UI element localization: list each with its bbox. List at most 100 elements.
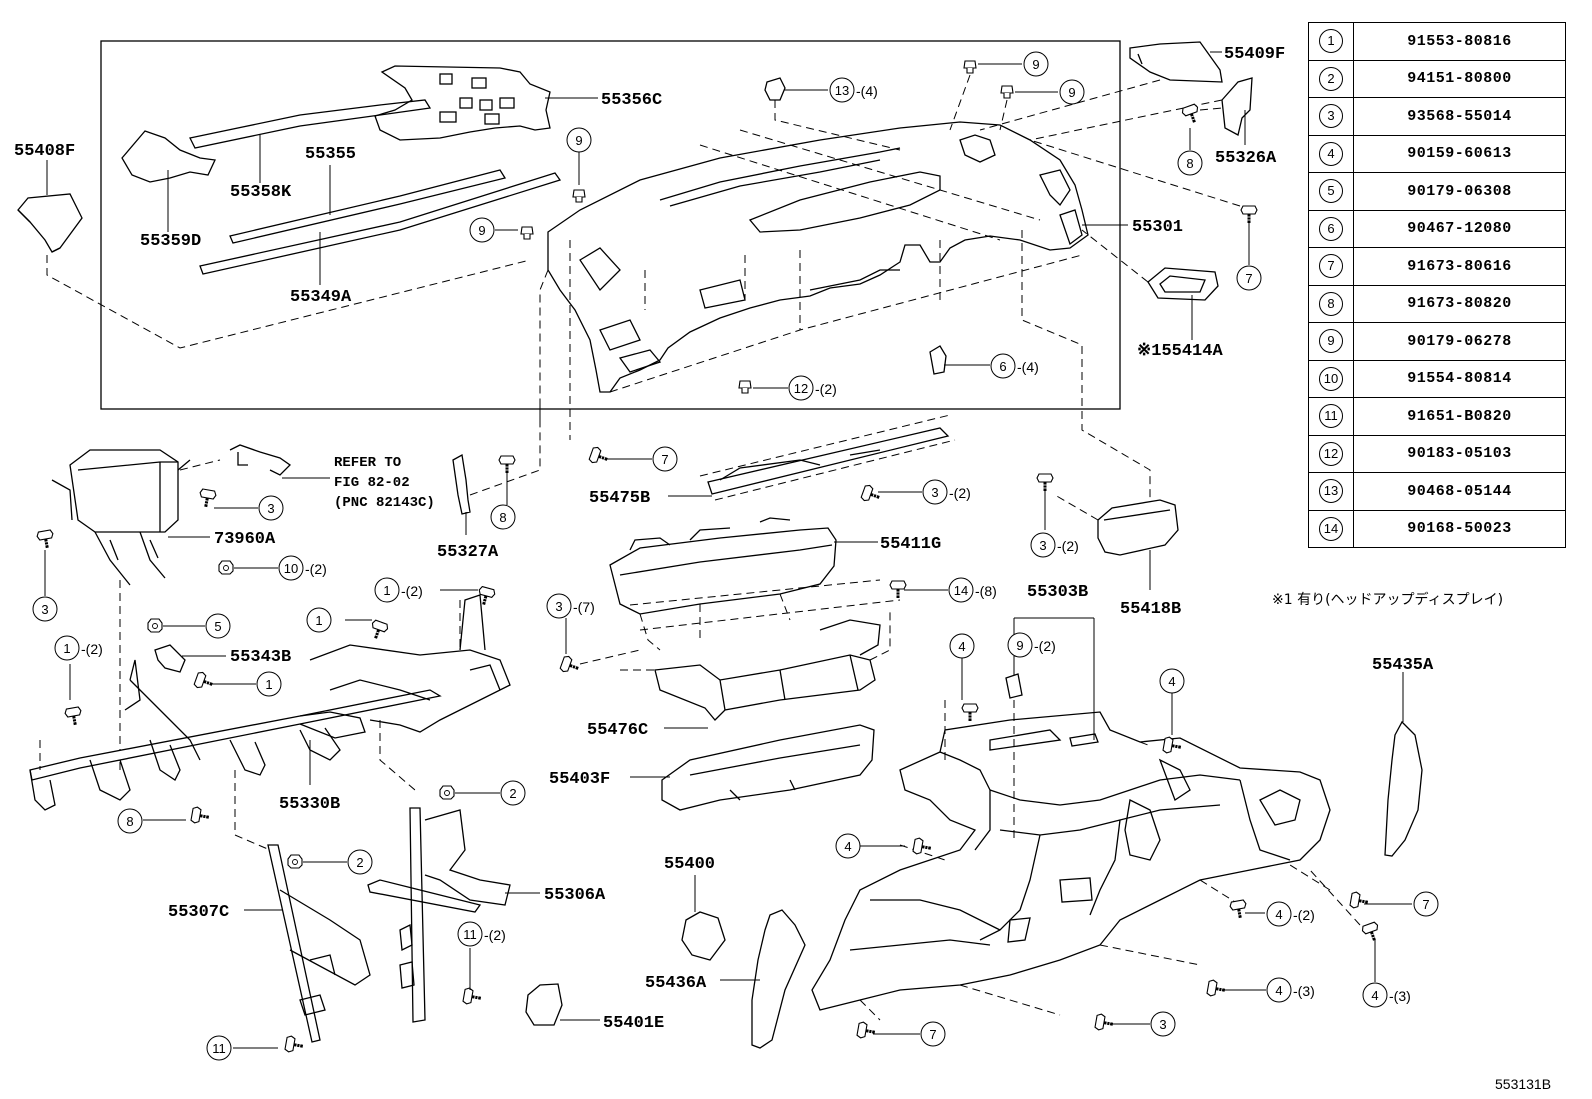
legend-number: 10 (1308, 359, 1354, 398)
part-55414A: ※155414A (1081, 229, 1223, 361)
svg-text:7: 7 (1245, 271, 1252, 286)
bolt-4-c (860, 835, 934, 858)
callout-1-b: 1 (306, 607, 332, 633)
legend-number-circle: 8 (1319, 291, 1343, 316)
legend-number: 12 (1308, 434, 1354, 473)
svg-text:-(2): -(2) (815, 381, 837, 397)
bolt-4-a (960, 658, 980, 723)
svg-text:-(8): -(8) (975, 583, 997, 599)
callout-1-c: 1 (256, 671, 282, 697)
svg-text:-(2): -(2) (305, 561, 327, 577)
label-55303B: 55303B (1027, 583, 1088, 602)
callout-3-mid: 3 -(2) (922, 479, 971, 505)
clip-6 (929, 345, 990, 375)
part-55476C: 55476C (587, 610, 891, 740)
callout-1-d: 1 -(2) (54, 635, 103, 661)
callout-9-left: 9 (469, 217, 495, 243)
part-55343B: 55343B (154, 644, 291, 673)
svg-text:-(3): -(3) (1389, 988, 1411, 1004)
callout-6: 6 -(4) (990, 353, 1039, 379)
callout-7-mid: 7 (652, 446, 678, 472)
svg-text:6: 6 (999, 359, 1006, 374)
bolt-11-a (461, 948, 484, 1008)
svg-text:8: 8 (1186, 156, 1193, 171)
bolt-4-b (1161, 693, 1184, 757)
part-55330B: 55330B (29, 594, 511, 851)
svg-text:3: 3 (555, 599, 562, 614)
figure-code: 553131B (1495, 1076, 1552, 1092)
svg-text:4: 4 (1168, 674, 1175, 689)
legend-part-number: 91553-80816 (1353, 22, 1566, 61)
refer-text-2: FIG 82-02 (334, 475, 410, 491)
legend-number: 6 (1308, 209, 1354, 248)
callout-3-airbag: 3 (258, 495, 284, 521)
svg-text:14: 14 (954, 583, 968, 598)
bolt-1-d (62, 664, 85, 728)
svg-text:9: 9 (1068, 85, 1075, 100)
part-55400: 55400 (664, 855, 726, 961)
label-55330B: 55330B (279, 795, 340, 814)
legend-part-number: 90183-05103 (1353, 434, 1566, 473)
callout-10: 10 -(2) (278, 555, 327, 581)
label-55411G: 55411G (880, 535, 941, 554)
svg-text:-(4): -(4) (1017, 359, 1039, 375)
bolt-4-e (1205, 977, 1266, 1000)
bolt-3-hud (1035, 472, 1055, 530)
hud-footnote: ※1 有り(ヘッドアップディスプレイ) (1272, 592, 1504, 608)
legend-number: 13 (1308, 472, 1354, 511)
callout-4-c: 4 (835, 833, 861, 859)
part-55418B: 55418B (1054, 494, 1181, 619)
svg-text:13: 13 (835, 83, 849, 98)
clip-9-c (999, 85, 1058, 131)
legend-part-number: 90179-06308 (1353, 172, 1566, 211)
legend-part-number: 94151-80800 (1353, 59, 1566, 98)
callout-4-e: 4 -(3) (1266, 977, 1315, 1003)
legend-number-circle: 3 (1319, 104, 1343, 129)
label-55343B: 55343B (230, 648, 291, 667)
svg-text:1: 1 (63, 641, 70, 656)
legend-part-number: 90179-06278 (1353, 322, 1566, 361)
svg-text:3: 3 (267, 501, 274, 516)
callout-7-right: 7 (1236, 265, 1262, 291)
svg-text:9: 9 (1032, 57, 1039, 72)
legend-part-number: 91651-B0820 (1353, 397, 1566, 436)
part-73960A: 73960A (51, 444, 292, 770)
bolt-7-right-low (1348, 889, 1412, 912)
label-55307C: 55307C (168, 903, 229, 922)
svg-text:-(2): -(2) (401, 583, 423, 599)
callout-5: 5 (205, 613, 231, 639)
part-55411G: 55411G (609, 517, 941, 651)
svg-text:-(2): -(2) (484, 927, 506, 943)
legend-number: 11 (1308, 397, 1354, 436)
callout-14: 14 -(8) (948, 577, 997, 603)
nut-2-a (287, 854, 347, 869)
refer-text-1: REFER TO (334, 455, 401, 471)
bolt-3-left (34, 528, 57, 596)
legend-number-circle: 7 (1319, 254, 1343, 279)
part-55435A: 55435A (1372, 656, 1434, 857)
bolt-3-airbag (196, 487, 258, 510)
svg-text:4: 4 (958, 639, 965, 654)
svg-text:4: 4 (1275, 983, 1282, 998)
label-55349A: 55349A (290, 288, 352, 307)
bolt-3-mid (859, 482, 922, 507)
svg-text:10: 10 (284, 561, 298, 576)
svg-text:9: 9 (478, 223, 485, 238)
bolt-1-b (345, 618, 391, 643)
clip-9-b (949, 60, 1022, 131)
callout-7-bottom: 7 (920, 1021, 946, 1047)
part-55359D: 55359D (121, 130, 216, 251)
legend-number: 5 (1308, 172, 1354, 211)
svg-text:9: 9 (575, 133, 582, 148)
svg-text:2: 2 (509, 786, 516, 801)
bolt-1-c (440, 584, 498, 609)
legend-part-number: 91673-80820 (1353, 284, 1566, 323)
legend-number: 4 (1308, 134, 1354, 173)
